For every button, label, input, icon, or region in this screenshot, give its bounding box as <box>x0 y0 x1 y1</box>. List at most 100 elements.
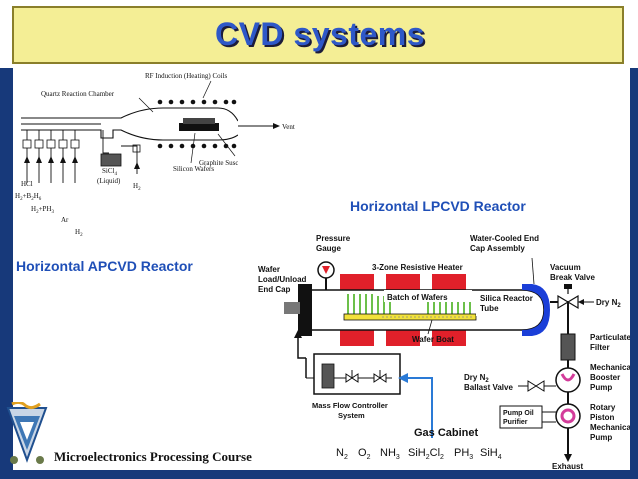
purifier-lines <box>542 411 556 423</box>
rotary-label-3: Mechanical <box>590 423 630 432</box>
coils-leader <box>202 80 212 99</box>
gas-valves <box>22 139 141 153</box>
mfc-valves <box>345 373 387 383</box>
gas-ph3: PH3 <box>454 447 473 461</box>
gas-ar-label: Ar <box>61 216 69 224</box>
lpcvd-diagram: Horizontal LPCVD Reactor Pressure Gauge … <box>258 198 630 470</box>
mfc-unit <box>321 363 335 389</box>
chamber-label: Quartz Reaction Chamber <box>41 90 115 98</box>
gas-list: N2 O2 NH3 SiH2Cl2 PH3 SiH4 <box>336 447 502 461</box>
load-end-cap <box>298 284 312 336</box>
feed-line <box>297 336 306 359</box>
gas-nh3: NH3 <box>380 447 400 461</box>
vent-label: Vent <box>282 123 295 131</box>
h2-right-label: H2 <box>133 182 141 192</box>
rf-coils-bottom <box>157 143 237 149</box>
boat-leader <box>427 319 433 335</box>
pressure-gauge-label-2: Gauge <box>316 244 341 253</box>
susceptor-leader <box>217 133 236 157</box>
gas-n2: N2 <box>336 447 348 461</box>
wafers-leader <box>190 132 196 164</box>
pump-oil-label-1: Pump Oil <box>503 410 534 417</box>
silica-label-2: Tube <box>480 304 499 313</box>
slide-title: CVD systems <box>214 16 426 52</box>
booster-label-1: Mechanical <box>590 363 630 372</box>
gauge-needle <box>322 266 330 274</box>
booster-label-2: Booster <box>590 373 620 382</box>
vent-arrow: Vent <box>238 123 295 131</box>
rotary-label-4: Pump <box>590 433 612 442</box>
wafer-load-label-1: Wafer <box>258 265 280 274</box>
rotary-label-2: Piston <box>590 413 615 422</box>
coils-label: RF Induction (Heating) Coils <box>145 72 228 80</box>
pump-oil-purifier <box>499 405 543 429</box>
gas-hcl-label: HCl <box>21 180 33 188</box>
bottom-frame-bar <box>0 470 638 479</box>
rotary-label-1: Rotary <box>590 403 616 412</box>
ballast-n2-label: Dry N2 <box>464 373 489 384</box>
wafers-label: Silicon Wafers <box>173 165 214 173</box>
rotary-rotor <box>560 408 576 424</box>
gas-cabinet-label: Gas Cabinet <box>414 427 479 439</box>
gas-arrows <box>24 156 140 169</box>
feed-arrow <box>294 330 302 338</box>
title-banner: CVD systems <box>12 6 624 64</box>
left-frame-bar <box>0 68 13 479</box>
gas-cabinet-arrow <box>404 377 433 438</box>
booster-rotor <box>560 373 576 382</box>
gas-h2b2h6-label: H2+B2H6 <box>15 192 42 202</box>
wafer-load-label-3: End Cap <box>258 285 291 294</box>
apcvd-diagram: RF Induction (Heating) Coils Quartz Reac… <box>15 72 238 238</box>
graphite-susceptor <box>179 123 219 131</box>
ballast-valve-label: Ballast Valve <box>464 383 513 392</box>
end-cap-leader <box>531 257 535 285</box>
lpcvd-title: Horizontal LPCVD Reactor <box>350 198 526 214</box>
wafer-boat-label: Wafer Boat <box>412 335 454 344</box>
wafer-load-label-2: Load/Unload <box>258 275 307 284</box>
gas-sih2cl2: SiH2Cl2 <box>408 447 444 461</box>
water-cooled-end-cap <box>522 284 550 336</box>
apcvd-title: Horizontal APCVD Reactor <box>16 258 193 274</box>
dry-n2-top-label: Dry N2 <box>596 298 621 309</box>
load-door-handle <box>284 302 300 314</box>
batch-label-bg <box>384 290 472 302</box>
heater-label: 3-Zone Resistive Heater <box>372 263 463 272</box>
rotary-pump-icon <box>555 403 581 429</box>
gas-lines <box>21 123 109 183</box>
h2-carrier-line <box>121 145 138 174</box>
pump-oil-label-2: Purifier <box>503 419 528 426</box>
dry-n2-arrow <box>578 299 584 305</box>
booster-label-3: Pump <box>590 383 612 392</box>
chamber-leader <box>138 97 154 113</box>
gas-sih4: SiH4 <box>480 447 502 461</box>
mfc-label-1: Mass Flow Controller <box>312 401 388 410</box>
liquid-label: (Liquid) <box>97 177 121 185</box>
gas-h2ph3-label: H2+PH3 <box>31 205 54 215</box>
silica-label-bg <box>476 292 526 316</box>
water-cooled-label-1: Water-Cooled End <box>470 234 539 243</box>
quartz-chamber <box>21 107 238 141</box>
exhaust-arrow <box>564 454 572 462</box>
right-frame-bar <box>630 68 638 479</box>
ballast-valve-icon <box>527 380 545 392</box>
susceptor-label: Graphite Susceptor <box>199 159 238 167</box>
vacuum-valve-label-1: Vacuum <box>550 263 581 272</box>
vacuum-valve-label-2: Break Valve <box>550 273 595 282</box>
water-cooled-label-2: Cap Assembly <box>470 244 525 253</box>
university-logo-icon <box>6 402 48 464</box>
gas-h2-label: H2 <box>75 228 83 238</box>
heater-zones <box>340 274 466 346</box>
sicl4-label: SiCl4 <box>102 167 117 177</box>
rf-coils-top <box>157 99 237 105</box>
mfc-label-2: System <box>338 411 365 420</box>
particulate-label-2: Filter <box>590 343 610 352</box>
gas-cabinet-arrowhead <box>398 373 408 383</box>
silica-label-1: Silica Reactor <box>480 294 533 303</box>
exhaust-label: Exhaust <box>552 462 583 470</box>
sicl4-bubbler <box>100 153 122 167</box>
gas-o2: O2 <box>358 447 371 461</box>
footer-course-name: Microelectronics Processing Course <box>54 449 252 464</box>
particulate-label-1: Particulate <box>590 333 630 342</box>
particulate-filter <box>560 333 576 361</box>
pressure-gauge-label-1: Pressure <box>316 234 351 243</box>
